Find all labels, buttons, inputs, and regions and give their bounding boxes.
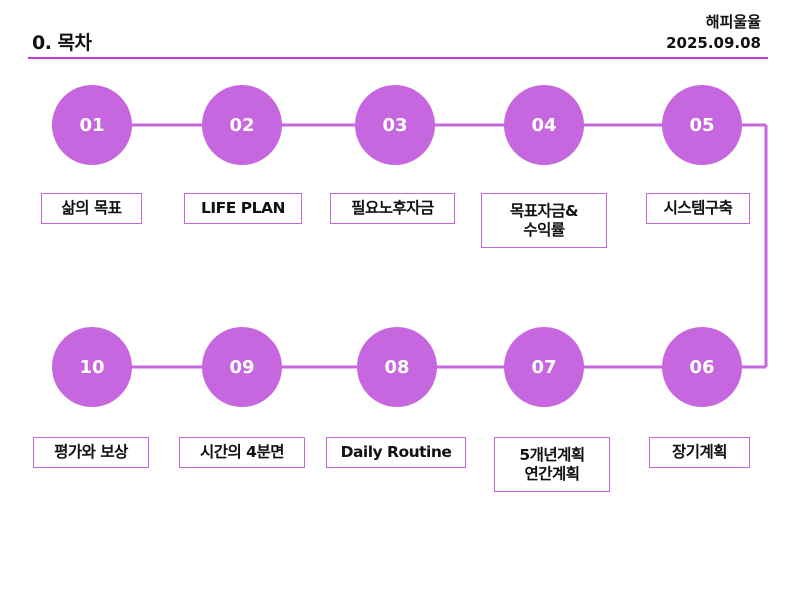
step-label-08: Daily Routine (326, 437, 466, 468)
document-date: 2025.09.08 (666, 34, 761, 52)
step-label-09: 시간의 4분면 (179, 437, 305, 468)
step-circle-07: 07 (504, 327, 584, 407)
step-circle-05: 05 (662, 85, 742, 165)
step-circle-03: 03 (355, 85, 435, 165)
org-name: 해피울율 (705, 13, 761, 31)
step-label-02: LIFE PLAN (184, 193, 302, 224)
page-title: 0. 목차 (32, 32, 92, 54)
step-label-06: 장기계획 (649, 437, 750, 468)
step-label-01: 삶의 목표 (41, 193, 142, 224)
step-label-10: 평가와 보상 (33, 437, 149, 468)
step-label-04: 목표자금& 수익률 (481, 193, 607, 248)
step-label-05: 시스템구축 (646, 193, 750, 224)
step-label-03: 필요노후자금 (330, 193, 455, 224)
step-circle-02: 02 (202, 85, 282, 165)
step-circle-08: 08 (357, 327, 437, 407)
step-circle-06: 06 (662, 327, 742, 407)
step-circle-01: 01 (52, 85, 132, 165)
step-circle-09: 09 (202, 327, 282, 407)
step-circle-10: 10 (52, 327, 132, 407)
header-meta: 해피울율 2025.09.08 (666, 12, 761, 54)
step-circle-04: 04 (504, 85, 584, 165)
header-divider (28, 57, 768, 59)
step-label-07: 5개년계획 연간계획 (494, 437, 610, 492)
